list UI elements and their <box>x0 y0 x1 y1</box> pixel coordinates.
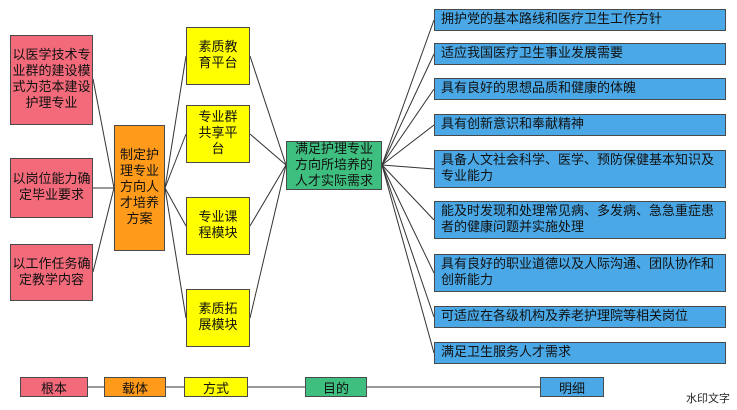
goal-label: 满足护理专业方向所培养的人才实际需求 <box>294 141 373 189</box>
detail-label: 具有良好的职业道德以及人际沟通、团队协作和创新能力 <box>441 257 715 288</box>
method-label: 素质教育平台 <box>198 40 238 71</box>
detail-box-3: 具有良好的思想品质和健康的体魄 <box>434 78 726 100</box>
legend-detail: 明细 <box>540 377 604 397</box>
root-box-3: 以工作任务确定教学内容 <box>10 244 93 301</box>
detail-box-1: 拥护党的基本路线和医疗卫生工作方针 <box>434 9 726 31</box>
method-label: 素质拓展模块 <box>198 302 238 333</box>
method-box-3: 专业课程模块 <box>186 197 250 255</box>
legend-label: 根本 <box>40 381 67 397</box>
method-box-2: 专业群共享平台 <box>186 105 250 163</box>
root-label: 以医学技术专业群的建设模式为范本建设护理专业 <box>12 48 91 111</box>
detail-label: 适应我国医疗卫生事业发展需要 <box>441 46 624 61</box>
detail-label: 能及时发现和处理常见病、多发病、急急重症患者的健康问题并实施处理 <box>441 204 715 235</box>
detail-box-9: 满足卫生服务人才需求 <box>434 342 726 364</box>
legend-carrier: 载体 <box>104 377 166 397</box>
detail-box-6: 能及时发现和处理常见病、多发病、急急重症患者的健康问题并实施处理 <box>434 201 726 239</box>
method-label: 专业群共享平台 <box>198 110 238 157</box>
detail-label: 具有创新意识和奉献精神 <box>441 117 585 132</box>
method-box-1: 素质教育平台 <box>186 27 250 85</box>
legend-method: 方式 <box>184 377 248 397</box>
detail-box-4: 具有创新意识和奉献精神 <box>434 114 726 136</box>
watermark-text: 水印文字 <box>686 392 730 405</box>
detail-label: 满足卫生服务人才需求 <box>441 345 572 360</box>
legend-label: 明细 <box>558 381 585 397</box>
detail-box-2: 适应我国医疗卫生事业发展需要 <box>434 43 726 65</box>
detail-label: 具有良好的思想品质和健康的体魄 <box>441 81 637 96</box>
legend-label: 方式 <box>202 381 229 397</box>
carrier-box: 制定护理专业方向人才培养方案 <box>114 125 165 251</box>
goal-box: 满足护理专业方向所培养的人才实际需求 <box>286 141 382 190</box>
method-box-4: 素质拓展模块 <box>186 289 250 347</box>
method-label: 专业课程模块 <box>198 210 238 241</box>
root-box-1: 以医学技术专业群的建设模式为范本建设护理专业 <box>10 35 93 125</box>
carrier-label: 制定护理专业方向人才培养方案 <box>119 148 159 227</box>
legend-goal: 目的 <box>305 377 367 397</box>
detail-box-7: 具有良好的职业道德以及人际沟通、团队协作和创新能力 <box>434 254 726 292</box>
root-label: 以工作任务确定教学内容 <box>12 256 91 288</box>
detail-box-5: 具备人文社会科学、医学、预防保健基本知识及专业能力 <box>434 150 726 188</box>
detail-label: 可适应在各级机构及养老护理院等相关岗位 <box>441 309 689 324</box>
legend-label: 目的 <box>322 381 349 397</box>
detail-label: 具备人文社会科学、医学、预防保健基本知识及专业能力 <box>441 153 715 184</box>
detail-box-8: 可适应在各级机构及养老护理院等相关岗位 <box>434 306 726 328</box>
detail-label: 拥护党的基本路线和医疗卫生工作方针 <box>441 12 663 27</box>
legend-label: 载体 <box>121 381 148 397</box>
root-label: 以岗位能力确定毕业要求 <box>12 172 91 203</box>
legend-root: 根本 <box>20 377 88 397</box>
root-box-2: 以岗位能力确定毕业要求 <box>10 158 93 218</box>
